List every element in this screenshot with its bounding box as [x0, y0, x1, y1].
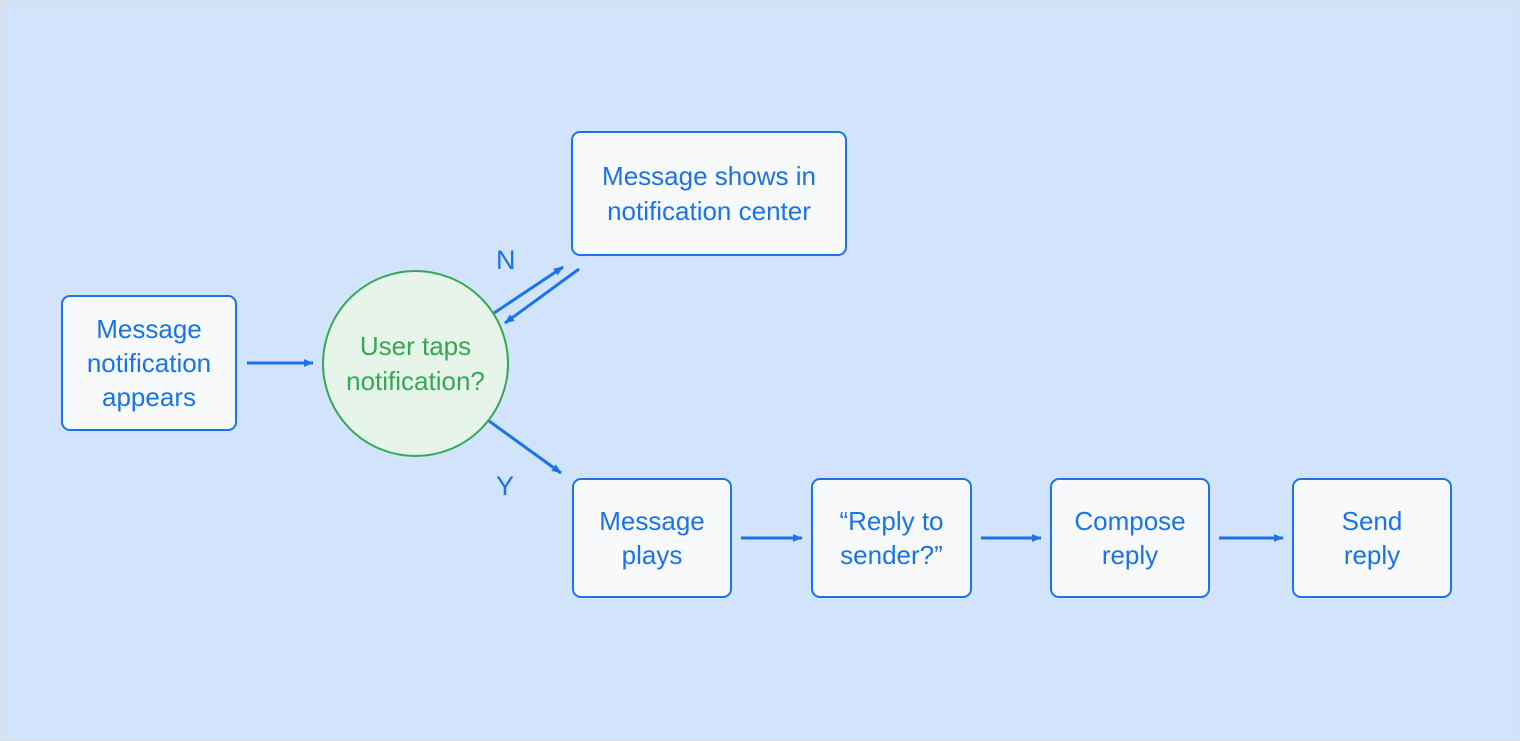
node-label: Message shows in notification center [602, 161, 816, 226]
node-label: “Reply to sender?” [839, 505, 944, 570]
node-compose-reply[interactable]: Compose reply [1050, 478, 1210, 598]
node-label: Compose reply [1074, 505, 1186, 570]
node-label: Send reply [1341, 505, 1403, 570]
node-message-notification-appears[interactable]: Message notification appears [61, 295, 237, 431]
edge-decision-to-plays [488, 419, 562, 475]
node-message-shows-in-notification-center[interactable]: Message shows in notification center [571, 131, 847, 256]
edge-center-to-decision [504, 267, 580, 325]
node-label: Message notification appears [86, 313, 212, 413]
edge-label-branch-yes: Y [496, 471, 515, 501]
node-send-reply[interactable]: Send reply [1292, 478, 1452, 598]
node-label: Message plays [599, 505, 705, 570]
node-user-taps-notification[interactable]: User taps notification? [322, 270, 509, 457]
node-reply-to-sender[interactable]: “Reply to sender?” [811, 478, 972, 598]
edge-label-branch-no: N [496, 245, 516, 275]
node-label: User taps notification? [346, 331, 485, 396]
node-message-plays[interactable]: Message plays [572, 478, 732, 598]
